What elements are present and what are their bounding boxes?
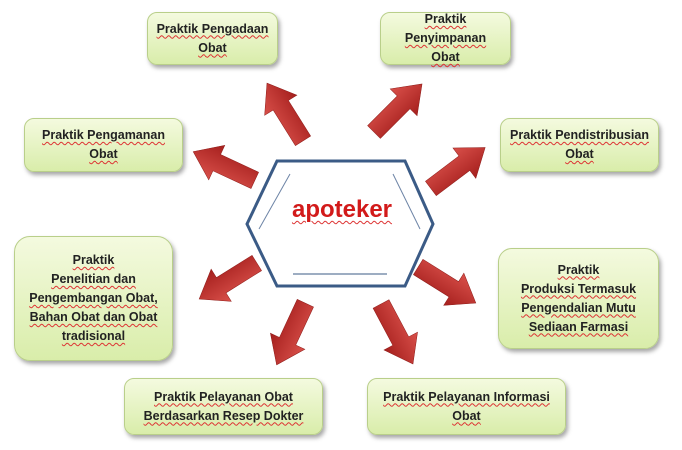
box-pelayanan-informasi: Praktik Pelayanan Informasi Obat xyxy=(367,378,566,435)
box-pengadaan: Praktik Pengadaan Obat xyxy=(147,12,278,65)
box-label: Praktik Produksi Termasuk Pengendalian M… xyxy=(520,262,637,334)
box-pengamanan: Praktik Pengamanan Obat xyxy=(24,118,183,172)
box-label: Praktik Pelayanan Informasi Obat xyxy=(383,389,550,423)
center-hexagon xyxy=(245,159,435,288)
box-pelayanan-resep: Praktik Pelayanan Obat Berdasarkan Resep… xyxy=(124,378,323,435)
box-label: Praktik Penyimpanan Obat xyxy=(404,12,487,64)
hexagon-accent-line xyxy=(258,173,291,230)
box-pendistribusian: Praktik Pendistribusian Obat xyxy=(500,118,659,172)
arrow-to-penelitian xyxy=(188,246,268,316)
box-label: Praktik Pelayanan Obat Berdasarkan Resep… xyxy=(143,389,304,423)
box-label: Praktik Pendistribusian Obat xyxy=(510,128,649,161)
box-penyimpanan: Praktik Penyimpanan Obat xyxy=(380,12,511,65)
box-label: Praktik Pengamanan Obat xyxy=(42,128,165,161)
hexagon-accent-line xyxy=(392,173,421,230)
arrow-to-penyimpanan xyxy=(360,70,436,146)
box-produksi: Praktik Produksi Termasuk Pengendalian M… xyxy=(498,248,659,349)
arrow-to-pengadaan xyxy=(250,72,320,152)
arrow-to-pelayanan-informasi xyxy=(363,294,431,374)
arrow-to-pendistribusian xyxy=(418,131,498,205)
box-label: Praktik Pengadaan Obat xyxy=(156,21,269,55)
arrow-to-pengamanan xyxy=(184,133,264,199)
center-label: apoteker xyxy=(291,196,393,223)
box-penelitian: Praktik Penelitian dan Pengembangan Obat… xyxy=(14,236,173,361)
arrow-to-pelayanan-resep xyxy=(258,294,324,374)
arrow-to-produksi xyxy=(407,250,487,320)
box-label: Praktik Penelitian dan Pengembangan Obat… xyxy=(29,253,158,343)
